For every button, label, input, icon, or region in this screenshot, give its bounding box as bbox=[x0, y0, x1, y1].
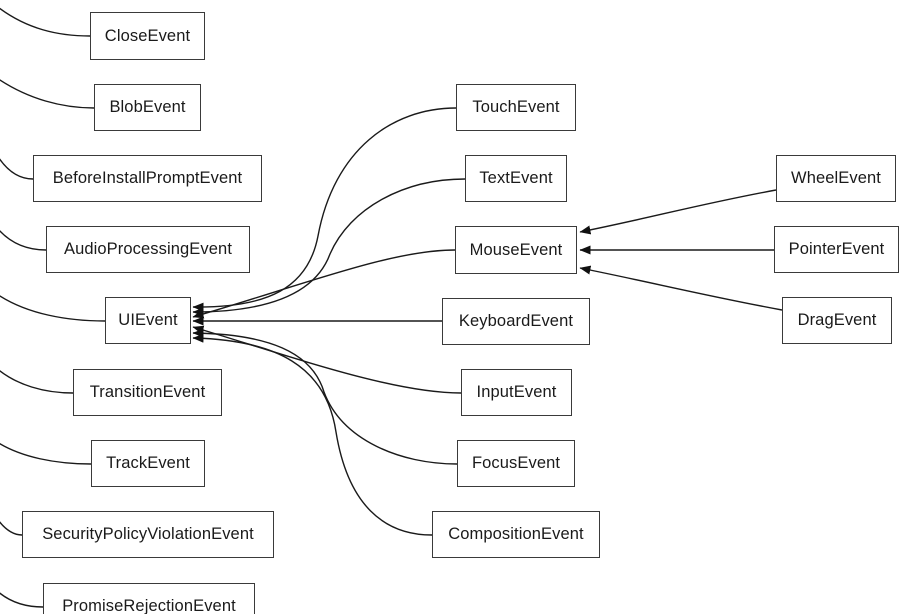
node-label: AudioProcessingEvent bbox=[63, 240, 232, 259]
node-label: WheelEvent bbox=[791, 169, 881, 188]
node-label: UIEvent bbox=[118, 311, 178, 330]
edge-transitionevent-to-event bbox=[0, 370, 74, 394]
node-label: BeforeInstallPromptEvent bbox=[52, 169, 243, 188]
node-trackevent[interactable]: TrackEvent bbox=[91, 440, 205, 487]
node-beforeinstallpromptevent[interactable]: BeforeInstallPromptEvent bbox=[33, 155, 262, 202]
node-uievent[interactable]: UIEvent bbox=[105, 297, 191, 344]
node-label: PromiseRejectionEvent bbox=[62, 597, 236, 614]
edge-uievent-to-event bbox=[0, 295, 106, 322]
edge-compositionevent-to-uievent bbox=[192, 333, 433, 536]
node-label: KeyboardEvent bbox=[458, 312, 574, 331]
node-label: CloseEvent bbox=[104, 26, 191, 45]
node-blobevent[interactable]: BlobEvent bbox=[94, 84, 201, 131]
edge-blobevent-to-event bbox=[0, 79, 95, 109]
node-pointerevent[interactable]: PointerEvent bbox=[774, 226, 899, 273]
node-wheelevent[interactable]: WheelEvent bbox=[776, 155, 896, 202]
node-closeevent[interactable]: CloseEvent bbox=[90, 12, 205, 60]
node-label: TrackEvent bbox=[106, 454, 190, 473]
node-label: TransitionEvent bbox=[89, 383, 206, 402]
node-label: TouchEvent bbox=[472, 98, 560, 117]
node-label: BlobEvent bbox=[109, 98, 186, 117]
node-label: DragEvent bbox=[797, 311, 877, 330]
edge-inputevent-to-uievent bbox=[192, 325, 462, 394]
node-label: FocusEvent bbox=[471, 454, 561, 473]
edge-securitypolicyviolationevent-to-event bbox=[0, 521, 23, 536]
edge-promiserejectionevent-to-event bbox=[0, 592, 44, 608]
node-label: CompositionEvent bbox=[448, 525, 584, 544]
node-label: TextEvent bbox=[479, 169, 553, 188]
node-inputevent[interactable]: InputEvent bbox=[461, 369, 572, 416]
edge-touchevent-to-uievent bbox=[192, 107, 457, 312]
edge-audioprocessingevent-to-event bbox=[0, 230, 47, 251]
edge-trackevent-to-event bbox=[0, 442, 92, 465]
edge-closeevent-to-event bbox=[0, 7, 91, 37]
edge-wheelevent-to-mouseevent bbox=[579, 189, 777, 235]
edge-focusevent-to-uievent bbox=[192, 328, 458, 465]
node-securitypolicyviolationevent[interactable]: SecurityPolicyViolationEvent bbox=[22, 511, 274, 558]
node-label: MouseEvent bbox=[469, 240, 563, 259]
node-promiserejectionevent[interactable]: PromiseRejectionEvent bbox=[43, 583, 255, 614]
node-label: SecurityPolicyViolationEvent bbox=[42, 525, 254, 544]
node-transitionevent[interactable]: TransitionEvent bbox=[73, 369, 222, 416]
node-label: PointerEvent bbox=[788, 240, 885, 259]
node-touchevent[interactable]: TouchEvent bbox=[456, 84, 576, 131]
node-dragevent[interactable]: DragEvent bbox=[782, 297, 892, 344]
node-compositionevent[interactable]: CompositionEvent bbox=[432, 511, 600, 558]
edge-dragevent-to-mouseevent bbox=[579, 265, 783, 311]
edge-beforeinstallpromptevent-to-event bbox=[0, 158, 34, 180]
node-label: InputEvent bbox=[476, 383, 557, 402]
node-textevent[interactable]: TextEvent bbox=[465, 155, 567, 202]
node-focusevent[interactable]: FocusEvent bbox=[457, 440, 575, 487]
node-audioprocessingevent[interactable]: AudioProcessingEvent bbox=[46, 226, 250, 273]
node-keyboardevent[interactable]: KeyboardEvent bbox=[442, 298, 590, 345]
node-mouseevent[interactable]: MouseEvent bbox=[455, 226, 577, 274]
